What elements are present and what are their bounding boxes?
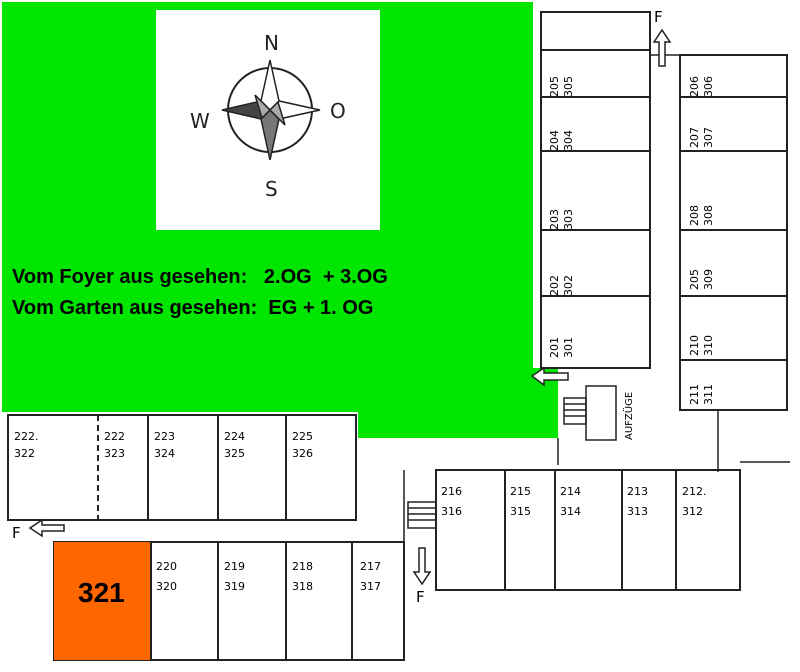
- west-top-row: [7, 414, 357, 521]
- room-upper-number: 224: [224, 430, 245, 443]
- exit-arrow-south-icon: [412, 547, 432, 586]
- room-upper-number: 216: [441, 485, 462, 498]
- room-upper-number: 212.: [682, 485, 707, 498]
- headline-line2: Vom Garten aus gesehen: EG + 1. OG: [12, 297, 373, 319]
- compass-north: N: [264, 31, 279, 55]
- room-upper-number: 203: [548, 209, 561, 230]
- room-upper-number: 214: [560, 485, 581, 498]
- room-upper-number: 204: [548, 130, 561, 151]
- room-lower-number: 314: [560, 505, 581, 518]
- room-upper-number: 213: [627, 485, 648, 498]
- room-upper-number: 211: [688, 384, 701, 405]
- east-wing-left: [540, 11, 651, 369]
- exit-arrow-garden-icon: [530, 366, 569, 387]
- room-lower-number: 324: [154, 447, 175, 460]
- room-lower-number: 322: [14, 447, 35, 460]
- compass-east: O: [330, 99, 346, 123]
- elevator-block: [407, 385, 617, 529]
- headline-line1: Vom Foyer aus gesehen: 2.OG + 3.OG: [12, 266, 388, 288]
- room-upper-number: 222: [104, 430, 125, 443]
- room-lower-number: 309: [702, 269, 715, 290]
- room-upper-number: 225: [292, 430, 313, 443]
- room-lower-number: 304: [562, 130, 575, 151]
- room-lower-number: 316: [441, 505, 462, 518]
- compass-west: W: [190, 109, 210, 133]
- room-upper-number: 215: [510, 485, 531, 498]
- exit-label-south: F: [416, 588, 425, 606]
- compass-south: S: [265, 177, 278, 201]
- room-upper-number: 208: [688, 205, 701, 226]
- room-lower-number: 307: [702, 127, 715, 148]
- room-upper-number: 201: [548, 337, 561, 358]
- room-upper-number: 220: [156, 560, 177, 573]
- room-upper-number: 207: [688, 127, 701, 148]
- compass-panel: N S W O: [156, 10, 380, 230]
- room-lower-number: 315: [510, 505, 531, 518]
- room-upper-number: 210: [688, 335, 701, 356]
- room-lower-number: 312: [682, 505, 703, 518]
- room-upper-number: 219: [224, 560, 245, 573]
- room-lower-number: 313: [627, 505, 648, 518]
- compass-rose-icon: [221, 59, 321, 161]
- room-lower-number: 305: [562, 76, 575, 97]
- room-lower-number: 308: [702, 205, 715, 226]
- room-lower-number: 306: [702, 76, 715, 97]
- room-upper-number: 205: [548, 76, 561, 97]
- room-lower-number: 319: [224, 580, 245, 593]
- room-upper-number: 205: [688, 269, 701, 290]
- highlighted-room-number: 321: [78, 577, 125, 608]
- room-upper-number: 202: [548, 275, 561, 296]
- room-upper-number: 218: [292, 560, 313, 573]
- room-lower-number: 301: [562, 337, 575, 358]
- room-lower-number: 325: [224, 447, 245, 460]
- room-upper-number: 223: [154, 430, 175, 443]
- room-lower-number: 323: [104, 447, 125, 460]
- elevator-label: AUFZÜGE: [622, 392, 635, 440]
- room-lower-number: 320: [156, 580, 177, 593]
- room-lower-number: 317: [360, 580, 381, 593]
- room-lower-number: 318: [292, 580, 313, 593]
- room-lower-number: 303: [562, 209, 575, 230]
- room-lower-number: 311: [702, 384, 715, 405]
- room-upper-number: 222.: [14, 430, 39, 443]
- room-upper-number: 206: [688, 76, 701, 97]
- exit-arrow-north-icon: [652, 28, 672, 67]
- exit-label-north: F: [654, 8, 663, 26]
- exit-label-west: F: [12, 524, 21, 542]
- highlighted-room[interactable]: [54, 542, 151, 660]
- room-lower-number: 302: [562, 275, 575, 296]
- room-upper-number: 217: [360, 560, 381, 573]
- east-wing-right: [679, 54, 788, 411]
- exit-arrow-west-icon: [28, 518, 65, 538]
- room-lower-number: 310: [702, 335, 715, 356]
- room-lower-number: 326: [292, 447, 313, 460]
- south-block: [435, 469, 741, 591]
